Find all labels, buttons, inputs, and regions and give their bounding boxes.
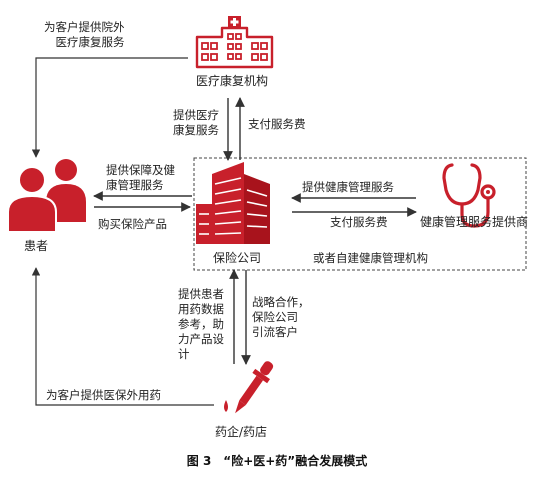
label-self-built-note: 或者自建健康管理机构 xyxy=(313,251,428,265)
stethoscope-icon xyxy=(442,163,496,228)
figure-caption: 图 3 “险+医+药”融合发展模式 xyxy=(186,454,368,468)
label-hospital-to-patient: 为客户提供院外 医疗康复服务 xyxy=(44,20,125,49)
label-insurer-to-hospital: 支付服务费 xyxy=(248,117,306,131)
label-insurer-to-pharma: 战略合作， 保险公司 引流客户 xyxy=(252,295,310,339)
node-label-health-provider: 健康管理服务提供商 xyxy=(420,215,529,229)
edge-hospital-to-patient xyxy=(31,57,188,158)
node-label-insurer: 保险公司 xyxy=(213,251,262,265)
hospital-icon xyxy=(195,16,274,69)
label-pharma-to-patient: 为客户提供医保外用药 xyxy=(46,388,161,402)
label-hospital-to-insurer: 提供医疗 康复服务 xyxy=(173,108,219,137)
label-insurer-to-patient: 提供保障及健 康管理服务 xyxy=(106,163,175,192)
insurer-building-icon xyxy=(196,162,270,244)
label-insurer-to-provider: 支付服务费 xyxy=(330,215,388,229)
label-patient-to-insurer: 购买保险产品 xyxy=(98,217,167,231)
label-provider-to-insurer: 提供健康管理服务 xyxy=(302,180,394,194)
patient-icon xyxy=(7,159,86,233)
edge-pharma-to-patient xyxy=(31,267,214,406)
node-label-pharma: 药企/药店 xyxy=(215,425,268,439)
node-label-patient: 患者 xyxy=(24,239,49,253)
label-pharma-to-insurer: 提供患者 用药数据 参考，助 力产品设 计 xyxy=(178,287,224,361)
node-label-hospital: 医疗康复机构 xyxy=(196,74,269,88)
insurer-dashed-region xyxy=(193,157,527,271)
dropper-icon xyxy=(224,361,274,414)
